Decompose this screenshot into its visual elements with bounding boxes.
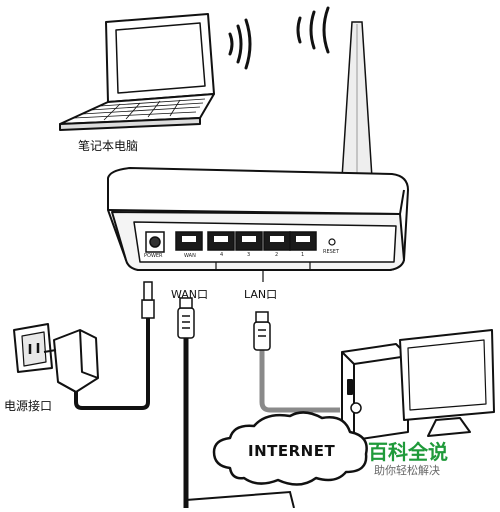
- laptop-wifi-icon: [228, 18, 252, 70]
- reset-label: RESET: [323, 249, 340, 255]
- reset-button-icon: [328, 238, 336, 246]
- desktop-computer-icon: [341, 329, 495, 441]
- internet-label: INTERNET: [248, 442, 336, 460]
- wan-cable: [177, 297, 195, 508]
- wan-port-panel-label: WAN: [184, 253, 196, 259]
- lan-port-4-label: 4: [220, 252, 224, 258]
- lan-bracket: [215, 262, 311, 282]
- lan-port-1-label: 1: [301, 252, 305, 258]
- power-port-label: POWER: [144, 253, 163, 259]
- watermark-subtitle: 助你轻松解决: [374, 464, 440, 477]
- wan-port-label: WAN口: [171, 288, 209, 301]
- power-socket-label: 电源接口: [4, 399, 53, 413]
- power-adapter-icon: [43, 329, 99, 393]
- router-wifi-icon: [296, 6, 330, 54]
- power-cable: [74, 318, 150, 410]
- bottom-cable: [185, 490, 295, 509]
- ethernet-ports: [175, 231, 317, 251]
- internet-cloud-icon: [212, 411, 368, 486]
- laptop-label: 笔记本电脑: [78, 139, 139, 153]
- lan-port-3-label: 3: [247, 252, 251, 258]
- wall-socket-icon: [13, 323, 53, 373]
- lan-port-2-label: 2: [275, 252, 279, 258]
- watermark-title: 百科全说: [368, 440, 448, 464]
- power-port-icon: [145, 231, 165, 253]
- laptop-icon: [59, 13, 215, 131]
- lan-cable: [253, 311, 340, 413]
- dc-plug-icon: [141, 281, 155, 319]
- lan-port-label: LAN口: [244, 288, 278, 301]
